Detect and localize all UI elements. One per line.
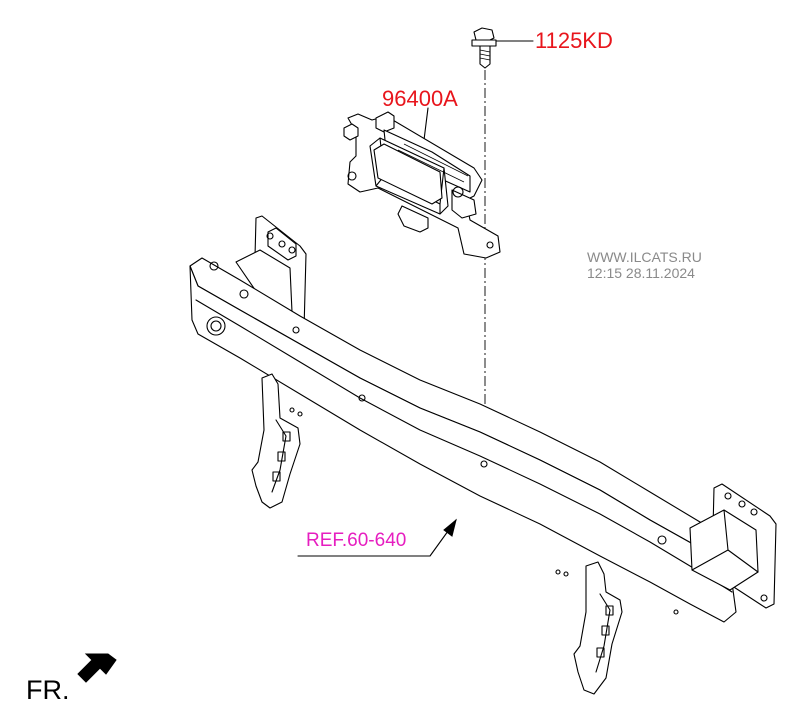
front-direction-label: FR.: [26, 675, 70, 705]
bolt-part[interactable]: [471, 27, 534, 69]
bumper-beam-part[interactable]: [189, 215, 777, 695]
watermark-timestamp: 12:15 28.11.2024: [587, 265, 695, 281]
front-direction-arrow-icon: [77, 653, 117, 683]
watermark: WWW.ILCATS.RU 12:15 28.11.2024: [587, 249, 702, 281]
reference-label[interactable]: REF.60-640: [306, 530, 407, 551]
reference-leader: [297, 518, 457, 557]
sensor-unit-part[interactable]: [343, 107, 501, 259]
bolt-part-number[interactable]: 1125KD: [535, 28, 613, 53]
watermark-site: WWW.ILCATS.RU: [587, 249, 702, 265]
sensor-unit-part-number[interactable]: 96400A: [382, 86, 458, 111]
